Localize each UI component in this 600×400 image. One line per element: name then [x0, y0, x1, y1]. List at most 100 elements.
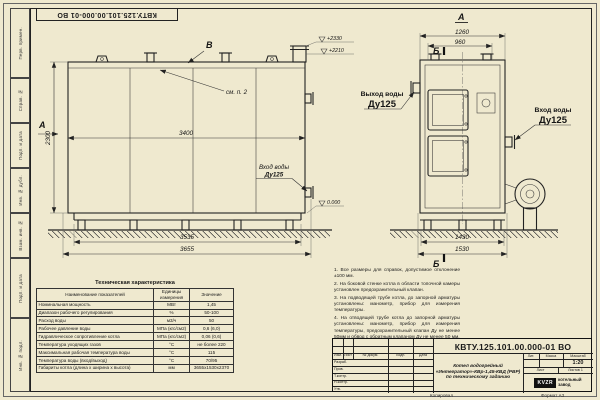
elevation-mark-icon	[320, 48, 328, 55]
frame-strip-label: Подп. и дата	[17, 131, 23, 160]
product-line1: Котел водогрейный	[453, 363, 503, 369]
scale-value: 1:20	[572, 359, 584, 366]
dim-label-top-inner: 960	[455, 39, 466, 46]
front-view-title: А	[457, 12, 465, 22]
dim-label-length: 3400	[179, 130, 194, 137]
frame-strip-label: Инв. № дубл.	[17, 175, 23, 206]
table-cell: 0,06 (0,6)	[189, 332, 234, 342]
vent-stack	[221, 52, 230, 63]
table-header-cell: Значение	[189, 287, 234, 302]
top-doc-number-box: КВТУ.125.101.00.000-01 ВО	[36, 8, 178, 21]
frame-strip-label: Подп. и дата	[17, 273, 23, 303]
front-view-dimensions: 1260 960 1430 1530 Б Б Выход воды Ду125 …	[361, 29, 572, 269]
table-header-cell: Единицы измерения	[153, 287, 191, 302]
mass-label: Масса	[545, 353, 557, 358]
role-checker: Пров.	[334, 366, 344, 371]
front-view: А	[390, 12, 558, 231]
table-cell: 0,6 (6,0)	[189, 324, 234, 334]
product-line2: «Интегратор»-КВр-1,45-КВД (РВР)	[435, 369, 521, 375]
burner-pedestal	[522, 207, 538, 231]
divider	[333, 372, 433, 374]
support-foot	[493, 219, 502, 231]
divider	[433, 352, 593, 354]
support-foot	[285, 219, 294, 231]
notes-list: 1. Все размеры для справок, допустимое о…	[334, 268, 460, 343]
footer-copied-label: Копировал	[430, 392, 454, 398]
divider	[333, 366, 433, 367]
table-cell: Максимальная рабочая температура воды	[35, 347, 155, 357]
company-logo: KVZR котельный завод	[524, 374, 592, 393]
vent-stack	[146, 52, 155, 63]
dim-label-top-outer: 1260	[455, 29, 470, 36]
ground-hatch-side	[48, 230, 330, 238]
support-foot	[77, 219, 86, 231]
vent-cap	[482, 53, 492, 61]
change-header-izm: Изм.	[334, 353, 342, 358]
divider	[563, 352, 564, 367]
role-approver: Утв.	[334, 387, 341, 391]
tech-characteristics: Техническая характеристика Наименование …	[35, 280, 234, 373]
ground-hatch-front	[390, 230, 558, 238]
boiler-drawing: 3400 2300 3535 3655 +2330 +2210 0.000 В …	[38, 12, 572, 269]
table-cell: Температура уходящих газов	[35, 340, 155, 349]
dim-label-bottom-outer: 1530	[455, 246, 470, 253]
role-developer: Разраб.	[334, 360, 347, 364]
footer-format-label: Формат А3	[541, 392, 565, 398]
side-inlet-dn: Ду125	[264, 172, 284, 179]
product-title: Котел водогрейный «Интегратор»-КВр-1,45-…	[434, 353, 522, 392]
elevation-mark-icon	[318, 36, 326, 43]
divider	[333, 352, 433, 354]
table-cell: 50	[189, 316, 234, 326]
table-row: Габариты котла (длина х ширина х высота)…	[35, 363, 234, 373]
sheet-outer-border	[3, 3, 597, 397]
lit-label: Лит.	[527, 353, 535, 358]
view-label-a-side: А	[38, 120, 46, 130]
frame-strip-cell: Перв. примен.	[10, 8, 30, 78]
company-name: котельный завод	[558, 377, 581, 387]
table-cell: Гидравлическое сопротивление котла	[35, 332, 155, 342]
table-cell: °С	[153, 347, 191, 357]
table-row: Диапазон рабочего регулирования%50-100	[35, 308, 234, 318]
table-cell: 50-100	[189, 308, 234, 318]
divider	[333, 345, 433, 347]
change-header-doc: № докум.	[362, 353, 379, 358]
front-outlet-dn: Ду125	[368, 99, 397, 110]
table-cell: Температура воды (вход/выход)	[35, 355, 155, 365]
sheets-label: Листов 1	[568, 367, 583, 372]
dim-label-bottom-inner: 1430	[455, 234, 470, 241]
section-label-bottom: Б	[433, 259, 440, 269]
sight-glass	[476, 92, 496, 114]
title-block: Изм. Лист № докум. Подп. Дата Разраб. Пр…	[332, 338, 593, 393]
support-foot	[129, 219, 138, 231]
table-cell: Диапазон рабочего регулирования	[35, 308, 155, 318]
frame-strip-cell: Инв. № подл.	[10, 318, 30, 392]
table-cell: МПа (кгс/см2)	[153, 324, 191, 334]
change-header-sign: Подп.	[395, 353, 406, 358]
table-cell: °С	[153, 355, 191, 365]
note-item: 2. На боковой стенке котла в области топ…	[334, 281, 460, 294]
table-cell: 3655х1530х2370	[189, 363, 234, 373]
front-outlet-label: Выход воды	[361, 91, 404, 98]
note-item: 1. Все размеры для справок, допустимое о…	[334, 268, 460, 280]
frame-strip-cell: Справ. №	[10, 78, 30, 123]
boiler-body-side	[67, 61, 306, 214]
table-cell: Рабочее давление воды	[35, 324, 155, 334]
divider	[539, 352, 540, 367]
table-cell: м3/ч	[153, 316, 191, 326]
table-cell: Расход воды	[35, 316, 155, 326]
sheet-label: Лист	[536, 367, 545, 372]
frame-strip-label: Справ. №	[17, 89, 23, 112]
table-cell: 1,45	[189, 300, 234, 310]
divider	[523, 372, 593, 374]
outlet-pipe-side	[292, 45, 307, 63]
note-item: 3. На подводящей трубе котла, до запорно…	[334, 295, 460, 314]
frame-strip-cell: Подп. и дата	[10, 258, 30, 318]
dim-label-base: 3535	[180, 234, 195, 241]
product-line3: по техническому заданию	[445, 375, 511, 381]
